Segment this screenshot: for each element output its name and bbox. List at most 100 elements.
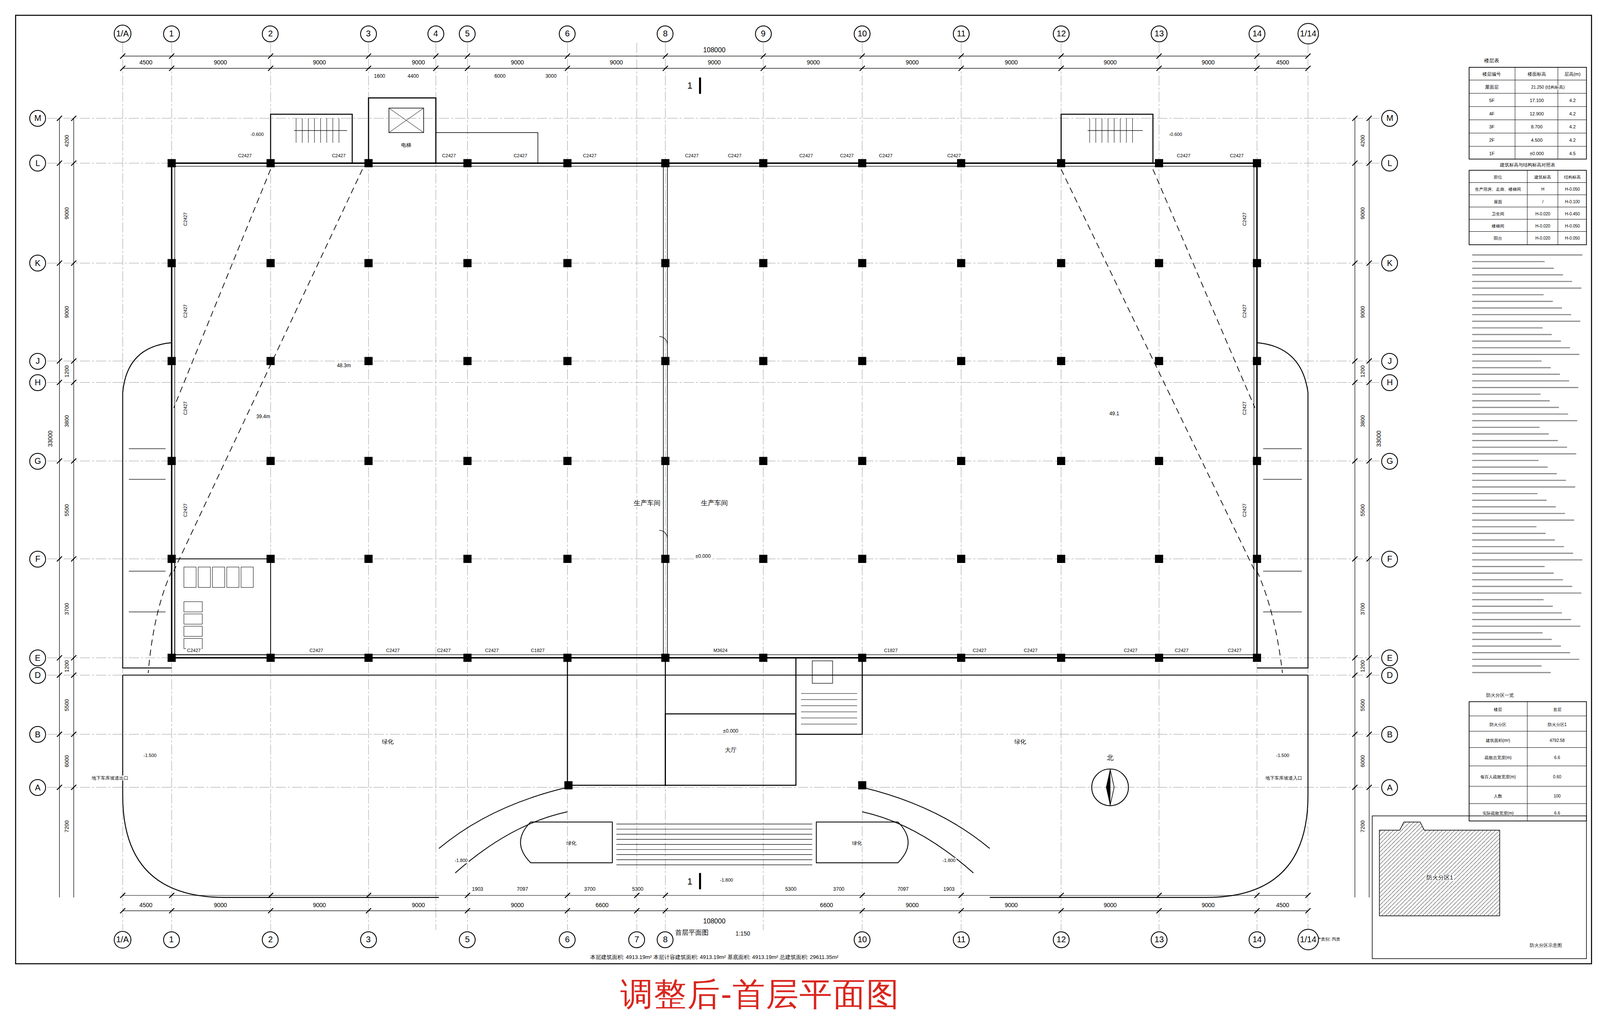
table-cell: 楼梯间 <box>1490 223 1506 229</box>
dimension-text-box: 4500 <box>1275 901 1291 909</box>
axis-bubble: 4 <box>427 25 445 43</box>
dimension-tick <box>634 893 640 899</box>
dimension-text: 9000 <box>904 902 920 909</box>
table-rule <box>1527 701 1528 822</box>
site-boundary <box>122 675 439 898</box>
table-cell-box: 防火分区 <box>1488 720 1508 728</box>
table-cell-box: 21.250 (结构标高) <box>1530 83 1566 91</box>
window-tag: C2427 <box>839 153 855 159</box>
entrance-step <box>616 839 813 840</box>
table-rule <box>1469 106 1587 107</box>
table-cell-box: 4.5 <box>1568 149 1577 157</box>
evacuation-route <box>1152 169 1255 409</box>
table-cell: 4F <box>1488 111 1496 117</box>
axis-number: 1/14 <box>1300 28 1317 39</box>
dimension-text-box: 4500 <box>138 58 154 67</box>
window-tag: C2427 <box>484 647 500 653</box>
dimension-text: 7097 <box>516 886 530 893</box>
dimension-text: 3700 <box>64 602 70 617</box>
axis-bubble: B <box>29 726 47 743</box>
dimension-text-box: 4200 <box>62 133 71 148</box>
table-cell: / <box>1541 199 1545 205</box>
axis-number: 1/A <box>116 934 129 945</box>
axis-number: 9 <box>760 28 766 39</box>
note-text-line <box>1472 360 1542 362</box>
dimension-tick <box>1352 672 1358 678</box>
note-text-line <box>1472 433 1549 435</box>
axis-number: 10 <box>857 28 867 39</box>
dimension-text: 9000 <box>212 902 228 909</box>
note-text-line <box>1472 612 1562 614</box>
dimension-text: 108000 <box>702 917 727 926</box>
table-title: 建筑标高与结构标高对照表 <box>1499 162 1557 168</box>
structural-column <box>364 456 373 466</box>
elevation-mark-box: ±0.000 <box>694 552 712 561</box>
note-text-line <box>1472 592 1582 594</box>
scale-label: 1:150 <box>734 930 751 937</box>
dimension-text: 108000 <box>702 46 727 54</box>
table-cell: 3F <box>1488 124 1496 130</box>
axis-bubble: F <box>1381 550 1398 568</box>
table-cell-box: 层高(m) <box>1563 69 1582 78</box>
dimension-text: 5500 <box>64 698 70 712</box>
section-number-box: 1 <box>686 80 694 91</box>
axis-bubble: 12 <box>1052 25 1070 43</box>
table-cell: 首层 <box>1552 707 1563 713</box>
axis-number: M <box>34 113 42 123</box>
table-cell: 21.250 (结构标高) <box>1530 85 1566 90</box>
window-tag: C2427 <box>972 647 988 653</box>
table-cell: 人数 <box>1492 793 1503 799</box>
partition-wall <box>667 166 668 655</box>
axis-number: K <box>35 258 41 269</box>
axis-bubble: 11 <box>952 931 970 949</box>
window-tag: C2427 <box>308 647 324 653</box>
axis-line <box>665 42 666 930</box>
axis-number: 5 <box>465 934 470 945</box>
table-cell: 疏散总宽度(m) <box>1483 755 1513 761</box>
structural-column <box>857 555 867 564</box>
dimension-tick <box>1305 893 1311 899</box>
note-text-line <box>1472 565 1545 568</box>
dimension-line <box>1354 118 1355 898</box>
dimension-text-box: 6000 <box>62 754 71 768</box>
dimension-text: 3800 <box>1359 414 1366 429</box>
dimension-tick <box>1352 732 1358 738</box>
dimension-text: 5300 <box>631 886 645 893</box>
dimension-tick <box>1366 358 1372 364</box>
evacuation-route <box>173 169 271 409</box>
table-cell: H-0.050 <box>1564 223 1581 229</box>
structural-column <box>957 258 966 268</box>
dimension-text: 3800 <box>64 414 70 429</box>
dimension-text-box: 9000 <box>1003 901 1019 909</box>
table-cell: 0.60 <box>1552 775 1562 780</box>
axis-bubble: G <box>29 453 47 470</box>
window-tag-box: C2427 <box>484 646 500 654</box>
dimension-text-box: 3700 <box>832 885 846 893</box>
table-cell-box: 1F <box>1488 149 1496 157</box>
north-label: 北 <box>1105 754 1115 763</box>
entrance-hall-wall <box>567 657 666 786</box>
structural-column <box>563 653 572 663</box>
window-tag: C2427 <box>798 153 814 159</box>
note-text-line <box>1472 579 1563 581</box>
table-cell: H-0.020 <box>1534 236 1552 241</box>
dimension-text: 9000 <box>64 305 70 320</box>
dimension-text-box: 9000 <box>904 58 920 67</box>
structural-column <box>957 356 966 366</box>
room-name: 绿化 <box>851 840 863 847</box>
window-tag-box: C2427 <box>308 646 324 654</box>
note-text-line <box>1472 625 1580 628</box>
structural-column <box>266 356 275 366</box>
dimension-line <box>59 118 60 898</box>
note-text-line <box>1472 413 1568 415</box>
note-text-line <box>1472 333 1552 336</box>
dimension-tick <box>1352 115 1358 121</box>
entrance-step <box>616 849 813 850</box>
dimension-tick <box>958 908 964 914</box>
table-cell-box: 4.2 <box>1568 135 1577 144</box>
structural-column <box>167 653 177 663</box>
table-cell: 4.2 <box>1568 124 1577 130</box>
stair-handrail <box>1087 130 1143 131</box>
axis-bubble: D <box>29 667 47 684</box>
table-cell-box: 屋面层 <box>1484 83 1500 91</box>
